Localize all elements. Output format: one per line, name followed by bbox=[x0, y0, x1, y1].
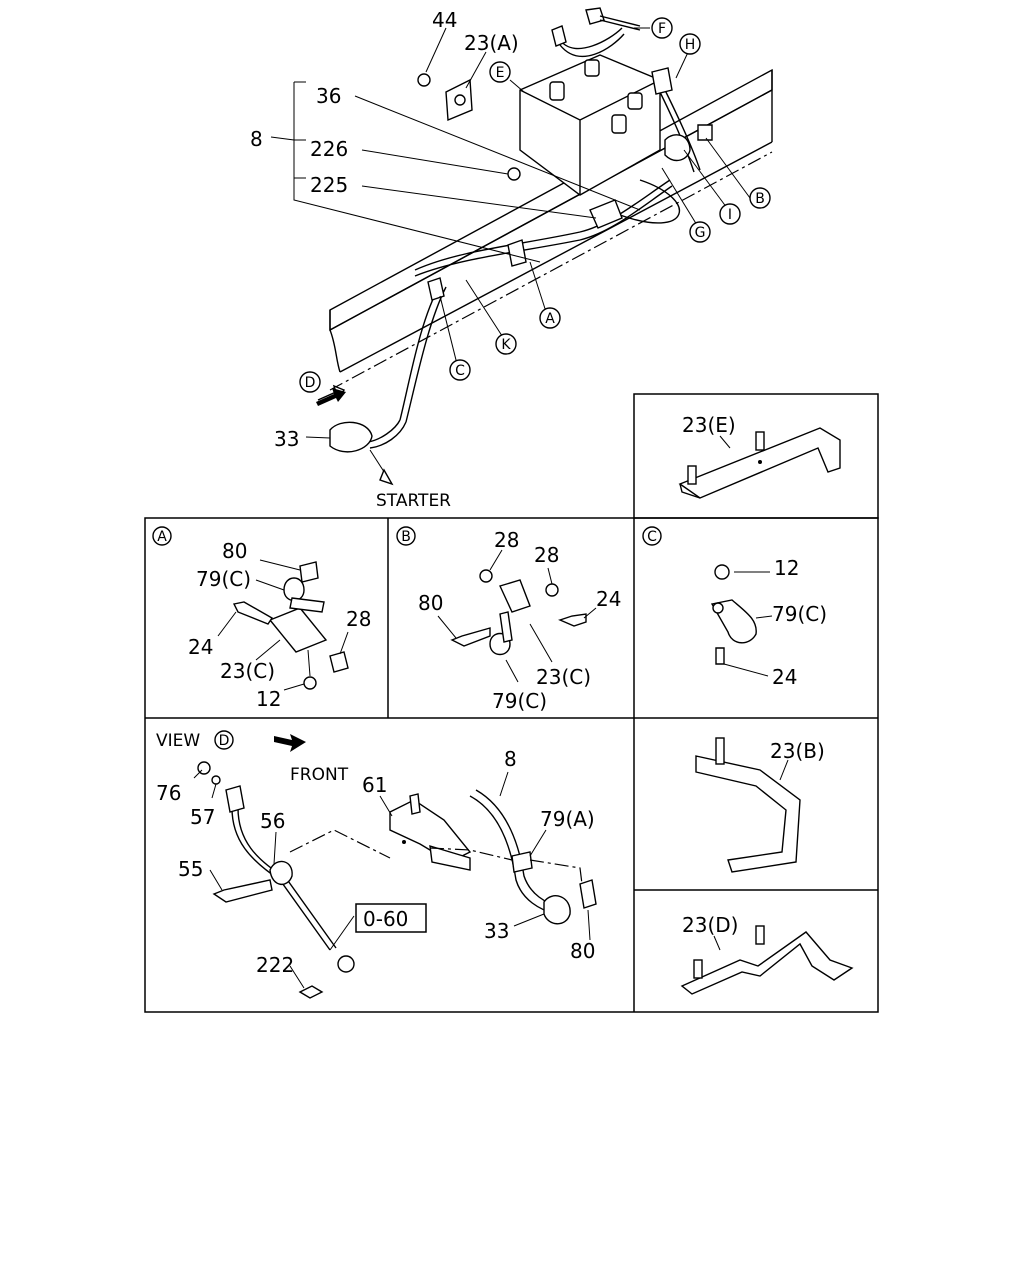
svg-text:23(C): 23(C) bbox=[220, 659, 275, 683]
svg-text:C: C bbox=[647, 529, 657, 545]
callout-E: E bbox=[489, 61, 511, 83]
svg-text:F: F bbox=[658, 21, 666, 37]
label-23a: 23(A) bbox=[464, 31, 519, 55]
svg-text:24: 24 bbox=[188, 635, 213, 659]
svg-text:23(D): 23(D) bbox=[682, 913, 738, 937]
panel-b: B 28 28 80 24 23(C) 79(C) bbox=[396, 526, 621, 713]
svg-text:57: 57 bbox=[190, 805, 215, 829]
svg-text:79(C): 79(C) bbox=[772, 602, 827, 626]
svg-text:79(A): 79(A) bbox=[540, 807, 595, 831]
panel-borders bbox=[144, 393, 879, 1013]
callout-F: F bbox=[651, 17, 673, 39]
panel-23e: 23(E) bbox=[678, 413, 841, 499]
svg-text:56: 56 bbox=[260, 809, 285, 833]
callout-G: G bbox=[689, 221, 711, 243]
panel-c: C 12 79(C) 24 bbox=[642, 526, 827, 689]
label-44: 44 bbox=[432, 8, 457, 32]
frame-rail bbox=[329, 68, 773, 391]
callout-D: D bbox=[299, 371, 321, 393]
label-23e: 23(E) bbox=[682, 413, 736, 437]
svg-text:79(C): 79(C) bbox=[196, 567, 251, 591]
bracket-23a bbox=[445, 78, 473, 122]
panel-a: A 80 79(C) 24 28 23(C) 12 bbox=[152, 526, 371, 711]
svg-text:8: 8 bbox=[504, 747, 517, 771]
callout-H: H bbox=[679, 33, 701, 55]
label-8: 8 bbox=[250, 127, 263, 151]
svg-text:33: 33 bbox=[484, 919, 509, 943]
svg-text:K: K bbox=[501, 337, 511, 353]
leader-lines-main bbox=[270, 27, 751, 486]
svg-text:61: 61 bbox=[362, 773, 387, 797]
svg-text:12: 12 bbox=[256, 687, 281, 711]
svg-text:D: D bbox=[305, 375, 316, 391]
svg-text:24: 24 bbox=[772, 665, 797, 689]
svg-text:80: 80 bbox=[570, 939, 595, 963]
view-title: VIEW bbox=[156, 731, 200, 751]
callout-B: B bbox=[749, 187, 771, 209]
svg-text:D: D bbox=[219, 733, 230, 749]
callout-C: C bbox=[449, 359, 471, 381]
label-33: 33 bbox=[274, 427, 299, 451]
svg-text:B: B bbox=[401, 529, 411, 545]
svg-text:79(C): 79(C) bbox=[492, 689, 547, 713]
label-starter: STARTER bbox=[376, 491, 451, 511]
svg-text:24: 24 bbox=[596, 587, 621, 611]
svg-text:C: C bbox=[455, 363, 465, 379]
svg-text:A: A bbox=[157, 529, 167, 545]
panel-view-d: VIEW D FRONT 76 57 56 55 61 8 79(A) 33 bbox=[156, 730, 597, 999]
label-226: 226 bbox=[310, 137, 348, 161]
ref-box-0-60: 0-60 bbox=[363, 907, 408, 931]
svg-text:55: 55 bbox=[178, 857, 203, 881]
svg-text:28: 28 bbox=[346, 607, 371, 631]
svg-text:80: 80 bbox=[222, 539, 247, 563]
nut-226 bbox=[507, 167, 521, 181]
label-36: 36 bbox=[316, 84, 341, 108]
svg-text:28: 28 bbox=[494, 528, 519, 552]
svg-text:23(C): 23(C) bbox=[536, 665, 591, 689]
svg-text:A: A bbox=[545, 311, 555, 327]
svg-text:80: 80 bbox=[418, 591, 443, 615]
battery-cable bbox=[329, 7, 713, 453]
svg-text:76: 76 bbox=[156, 781, 181, 805]
svg-text:E: E bbox=[496, 65, 505, 81]
svg-text:12: 12 bbox=[774, 556, 799, 580]
callout-A: A bbox=[539, 307, 561, 329]
svg-text:28: 28 bbox=[534, 543, 559, 567]
callout-K: K bbox=[495, 333, 517, 355]
callout-I: I bbox=[719, 203, 741, 225]
panel-23d: 23(D) bbox=[680, 913, 854, 995]
label-front: FRONT bbox=[290, 765, 349, 785]
svg-text:H: H bbox=[685, 37, 696, 53]
battery-box bbox=[519, 54, 661, 196]
label-225: 225 bbox=[310, 173, 348, 197]
svg-text:B: B bbox=[755, 191, 765, 207]
panel-23b: 23(B) bbox=[695, 737, 825, 873]
svg-text:23(B): 23(B) bbox=[770, 739, 825, 763]
bolt-44 bbox=[417, 73, 431, 87]
svg-text:222: 222 bbox=[256, 953, 294, 977]
svg-text:G: G bbox=[695, 225, 706, 241]
svg-text:I: I bbox=[728, 207, 732, 223]
